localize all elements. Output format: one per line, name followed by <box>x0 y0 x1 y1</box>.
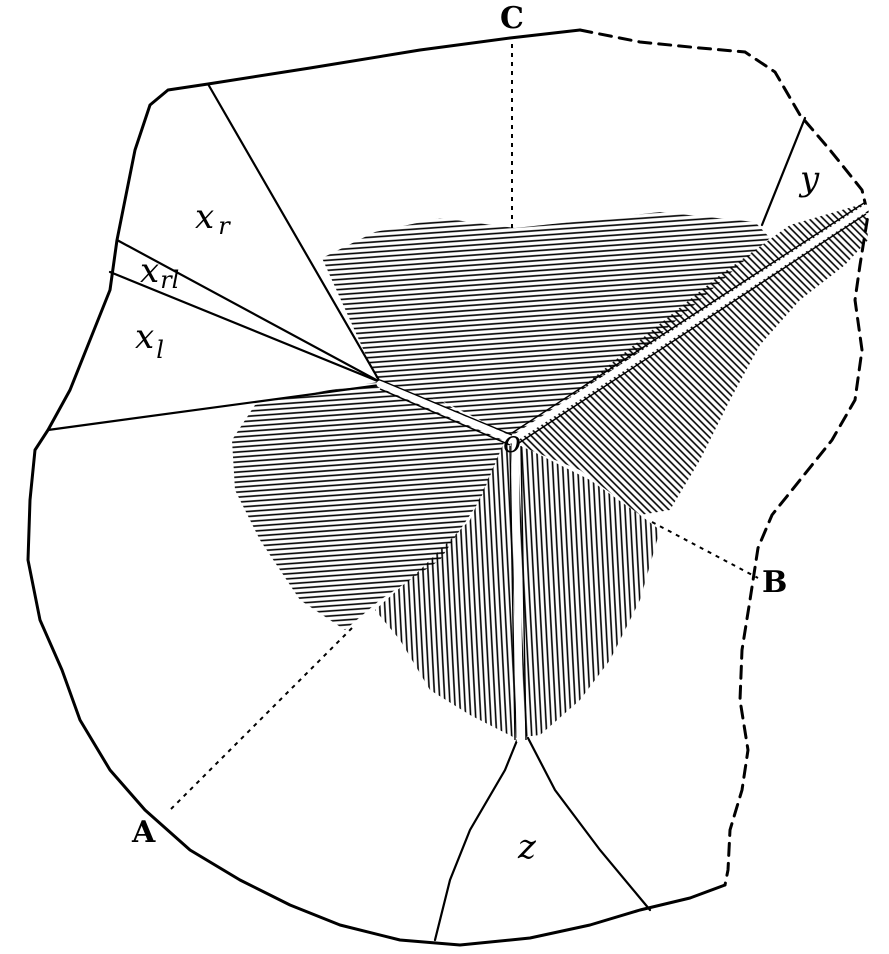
edge-z-right <box>526 736 652 912</box>
edge-y-left <box>760 116 807 227</box>
hatch-right <box>515 203 868 515</box>
dotted-oA <box>167 627 353 813</box>
gap-to-z <box>511 441 524 744</box>
region-x-rl: xrl <box>140 251 179 294</box>
point-C: C <box>500 1 524 36</box>
point-A: A <box>131 815 156 850</box>
gap-to-y <box>511 204 870 442</box>
region-edges <box>46 82 807 942</box>
gap-to-left <box>376 380 516 444</box>
region-z: z <box>517 827 537 867</box>
dotted-lines <box>167 44 759 813</box>
edge-xr-xrl <box>115 238 382 384</box>
outline-dashed <box>578 28 870 887</box>
hatch-left <box>232 382 505 630</box>
crack-lines <box>376 202 870 744</box>
point-o: o <box>503 425 521 460</box>
point-B: B <box>762 565 787 600</box>
hatch-upper <box>322 212 770 440</box>
outline-solid <box>26 28 727 947</box>
edge-xl-bottom <box>46 383 382 432</box>
region-y: y <box>798 159 820 199</box>
hatched-region <box>232 203 868 738</box>
edge-z-left <box>433 736 520 942</box>
edge-xrl-xl <box>108 270 382 384</box>
edge-top-xr <box>206 82 382 384</box>
region-x-l: xl <box>135 317 164 364</box>
dotted-oB <box>651 521 759 579</box>
